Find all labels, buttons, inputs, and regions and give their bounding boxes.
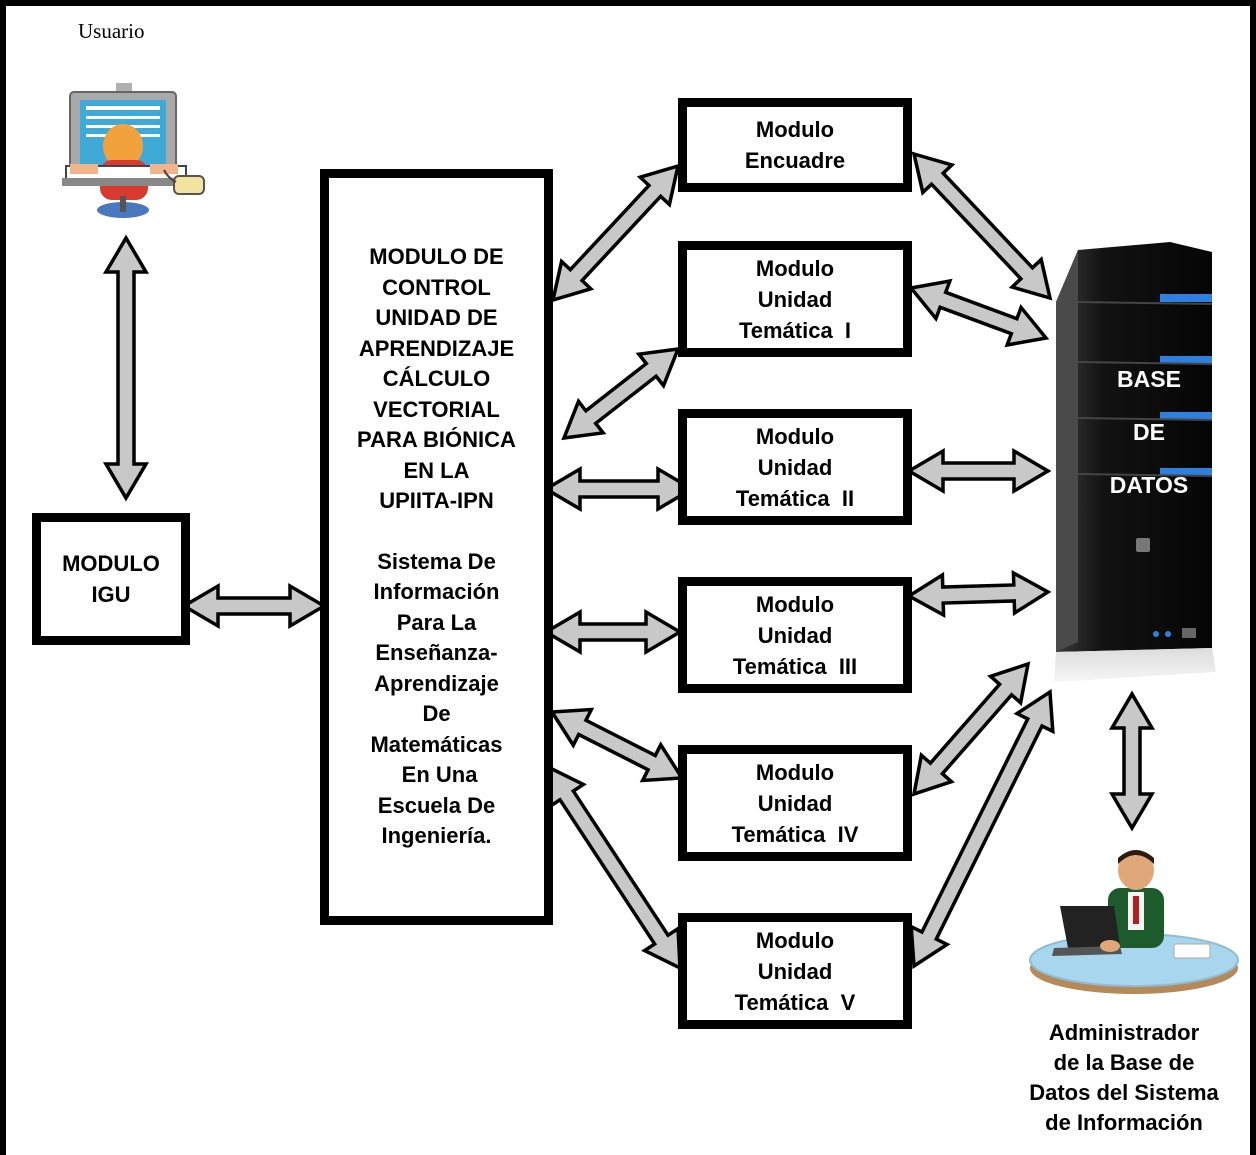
box-line: Temática V bbox=[734, 989, 856, 1015]
box-line: Para La bbox=[396, 609, 477, 635]
box-line: Ingeniería. bbox=[381, 823, 492, 849]
box-line: IGU bbox=[91, 582, 131, 607]
administrator-label-line: de Información bbox=[1045, 1110, 1203, 1135]
modulo-igu-box: MODULO IGU bbox=[32, 513, 190, 645]
arrow-db-admin bbox=[1108, 690, 1156, 832]
modulo-ut1-box: Modulo Unidad Temática I bbox=[678, 241, 912, 357]
database-label-line: BASE bbox=[1117, 366, 1181, 392]
box-line: UNIDAD DE bbox=[375, 305, 498, 331]
user-computer-icon bbox=[62, 83, 205, 218]
arrows-layer bbox=[102, 151, 1156, 971]
box-line: CONTROL bbox=[382, 274, 491, 300]
arrow-control-ut2 bbox=[542, 465, 696, 513]
box-line: Temática I bbox=[738, 317, 852, 343]
box-line: MODULO DE bbox=[369, 244, 504, 270]
box-line: APRENDIZAJE bbox=[358, 335, 515, 361]
modulo-ut4-box: Modulo Unidad Temática IV bbox=[678, 745, 912, 861]
box-line: MODULO bbox=[62, 551, 160, 576]
database-server-icon bbox=[1054, 242, 1216, 682]
box-line: En Una bbox=[395, 762, 478, 788]
box-line: Aprendizaje bbox=[374, 670, 499, 696]
arrow-ut5-db bbox=[909, 688, 1055, 970]
box-line: Unidad bbox=[757, 790, 833, 816]
administrator-label-line: Administrador bbox=[1048, 1020, 1200, 1045]
database-label-line: DE bbox=[1133, 419, 1165, 445]
arrow-control-ut1 bbox=[561, 346, 681, 441]
box-line: Encuadre bbox=[744, 148, 846, 173]
box-line: Temática III bbox=[732, 653, 858, 679]
box-line: PARA BIÓNICA bbox=[357, 427, 516, 453]
box-line: Modulo bbox=[755, 591, 835, 617]
box-line: Información bbox=[373, 579, 500, 605]
box-line: Modulo bbox=[755, 759, 835, 785]
arrow-ut2-db bbox=[905, 447, 1052, 495]
box-line: Temática II bbox=[735, 485, 855, 511]
box-line: Temática IV bbox=[731, 821, 859, 847]
modulo-ut2-box: Modulo Unidad Temática II bbox=[678, 409, 912, 525]
arrow-ut1-db bbox=[907, 278, 1050, 348]
modulo-encuadre-box: Modulo Encuadre bbox=[678, 98, 912, 192]
box-line: De bbox=[422, 701, 451, 727]
box-line: UPIITA-IPN bbox=[379, 488, 494, 514]
modulo-control-box: MODULO DE CONTROL UNIDAD DE APRENDIZAJE … bbox=[320, 169, 553, 925]
box-line: Modulo bbox=[755, 117, 835, 142]
box-line: Enseñanza- bbox=[375, 640, 498, 666]
box-line: Matemáticas bbox=[370, 731, 503, 757]
box-line: Modulo bbox=[755, 423, 835, 449]
box-line: Sistema De bbox=[377, 548, 496, 574]
arrow-control-ut3 bbox=[542, 608, 684, 656]
box-line: Unidad bbox=[757, 454, 833, 480]
box-line: EN LA bbox=[403, 457, 470, 483]
modulo-ut5-box: Modulo Unidad Temática V bbox=[678, 913, 912, 1029]
box-line: Modulo bbox=[755, 255, 835, 281]
modulo-ut3-box: Modulo Unidad Temática III bbox=[678, 577, 912, 693]
arrow-ut3-db bbox=[905, 569, 1052, 619]
box-line: CÁLCULO bbox=[382, 366, 491, 392]
arrow-control-encuadre bbox=[550, 163, 681, 303]
arrow-ut4-db bbox=[911, 661, 1031, 797]
administrator-label-line: Datos del Sistema bbox=[1029, 1080, 1219, 1105]
box-line: Unidad bbox=[757, 286, 833, 312]
arrow-encuadre-db bbox=[911, 151, 1053, 301]
arrow-control-ut5 bbox=[546, 764, 682, 971]
administrator-label: Administrador de la Base de Datos del Si… bbox=[994, 1018, 1250, 1138]
usuario-label: Usuario bbox=[78, 19, 145, 43]
administrator-label-line: de la Base de bbox=[1053, 1050, 1195, 1075]
database-label-line: DATOS bbox=[1109, 472, 1189, 498]
administrator-icon bbox=[1029, 850, 1239, 994]
box-line: Escuela De bbox=[377, 792, 496, 818]
database-label: BASE DE DATOS bbox=[1084, 366, 1214, 499]
box-line: Unidad bbox=[757, 622, 833, 648]
box-line: Modulo bbox=[755, 927, 835, 953]
box-line: Unidad bbox=[757, 958, 833, 984]
arrow-usuario-igu bbox=[102, 234, 150, 502]
arrow-igu-control bbox=[180, 582, 328, 630]
box-line: VECTORIAL bbox=[373, 396, 500, 422]
